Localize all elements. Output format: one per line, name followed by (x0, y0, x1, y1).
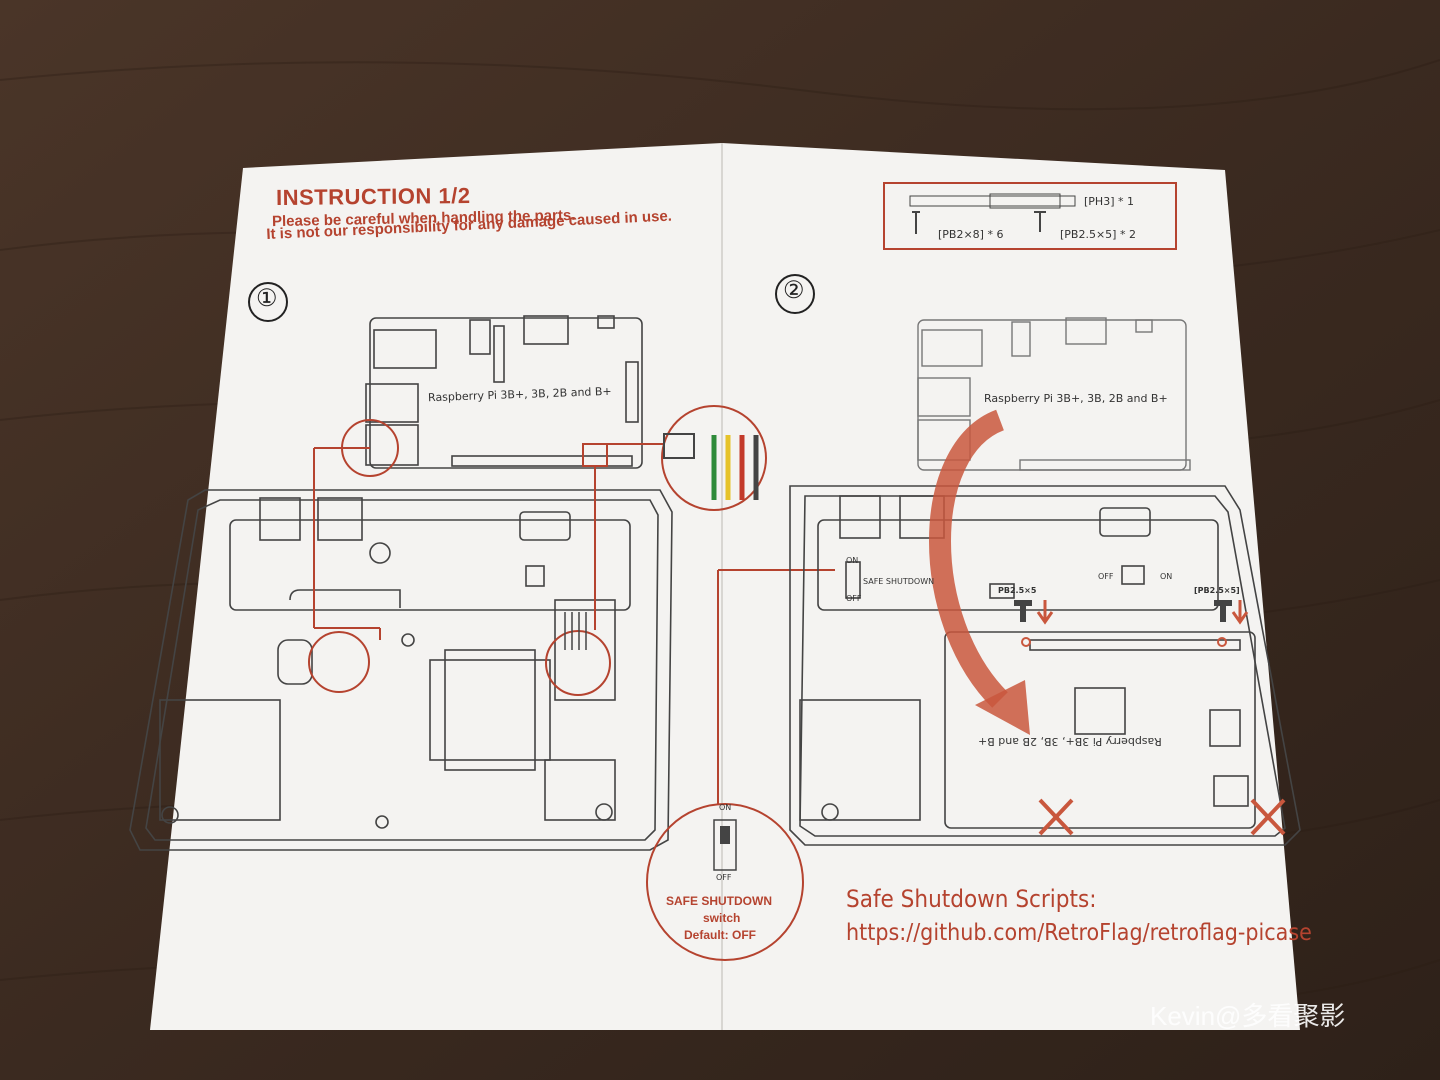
board-label-flipped: Raspberry Pi 3B+, 3B, 2B and B+ (978, 735, 1162, 748)
switch-name-label: SAFE SHUTDOWN (863, 577, 935, 586)
callout-line-1: SAFE SHUTDOWN (666, 894, 772, 908)
scripts-heading: Safe Shutdown Scripts: (846, 885, 1097, 913)
part-pb2x8: [PB2×8] * 6 (938, 228, 1004, 241)
step-2-label: ② (783, 276, 805, 304)
rotate-arrow (929, 409, 1008, 708)
wire-colors (711, 435, 759, 500)
callout-line-2: switch (703, 911, 741, 925)
x-marks (1038, 798, 1286, 836)
power-on-label: ON (1160, 572, 1173, 581)
step2-circle (775, 274, 815, 314)
switch-on-label: ON (846, 556, 859, 565)
screws-right (1014, 600, 1249, 647)
callout-on: ON (719, 803, 732, 812)
power-off-label: OFF (1098, 572, 1114, 581)
part-ph3: [PH3] * 1 (1084, 195, 1134, 208)
case-left (129, 489, 673, 851)
step1-circle (248, 282, 288, 322)
part-pb25x5: [PB2.5×5] * 2 (1060, 228, 1136, 241)
step-1-label: ① (256, 284, 278, 312)
sheet-title: INSTRUCTION 1/2 (275, 182, 471, 211)
screw-label-right: [PB2.5×5] (1194, 586, 1240, 595)
ribbon-wires-left (564, 612, 587, 650)
instruction-sheet (150, 143, 1300, 1030)
scripts-url[interactable]: https://github.com/RetroFlag/retroflag-p… (846, 920, 1312, 946)
switch-off-label: OFF (846, 594, 862, 603)
screw-label-left: PB2.5×5 (998, 586, 1037, 595)
left-callouts (308, 405, 767, 696)
watermark-text: Kevin@多看聚影 (1150, 1001, 1346, 1031)
callout-line-3: Default: OFF (684, 928, 756, 942)
switch-callout (646, 569, 835, 961)
callout-off: OFF (716, 873, 732, 882)
board-label-right: Raspberry Pi 3B+, 3B, 2B and B+ (984, 392, 1168, 405)
pi-board-left (365, 315, 643, 469)
parts-box (883, 182, 1177, 250)
